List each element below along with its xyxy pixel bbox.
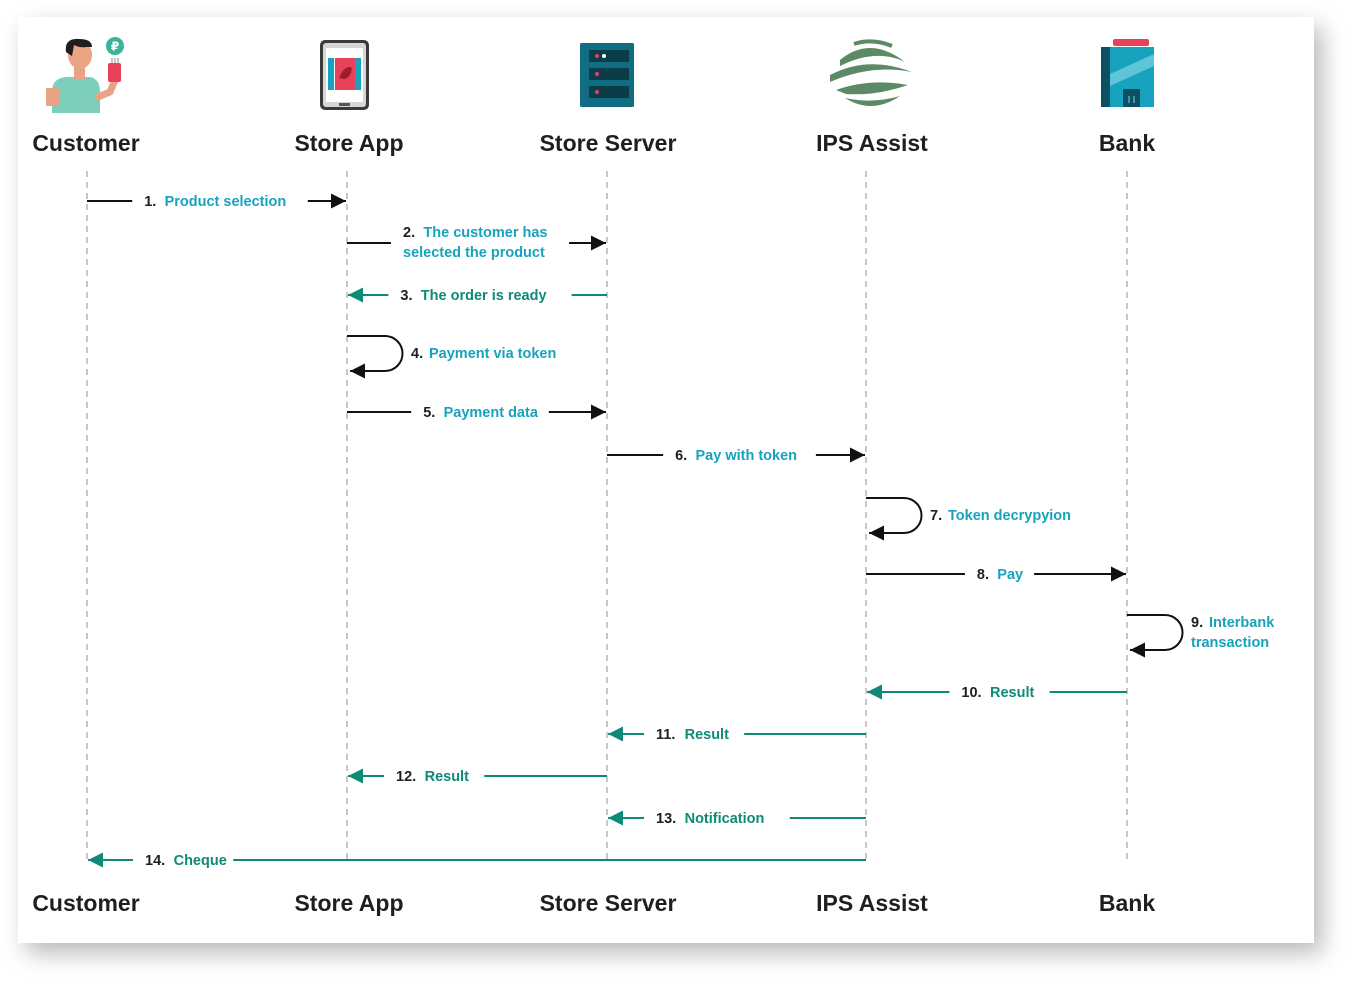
message-label: The customer has: [423, 225, 547, 241]
message-label: Result: [685, 727, 729, 743]
message-label: The order is ready: [421, 288, 547, 304]
actor-label-store-server: Store Server: [540, 130, 677, 156]
messages: 1. Product selection 2. The customer has sel…: [87, 193, 1275, 869]
message-9: 9. Interbank transaction: [1127, 614, 1275, 658]
lifelines: [86, 171, 1128, 862]
message-11: 11. Result: [608, 726, 866, 743]
self-arrow: [347, 335, 404, 379]
message-6: 6. Pay with token: [607, 447, 865, 464]
message-12: 12. Result: [348, 768, 607, 785]
message-number: 3.: [400, 288, 412, 304]
message-label: Payment data: [444, 405, 539, 421]
message-4: 4. Payment via token: [347, 335, 556, 379]
message-8: 8. Pay: [866, 566, 1126, 583]
actor-label-bank: Bank: [1099, 130, 1155, 156]
actor-label-ips-assist: IPS Assist: [816, 890, 928, 916]
message-number: 7.: [930, 508, 942, 524]
message-7: 7. Token decrypyion: [866, 497, 1071, 541]
message-label: Payment via token: [429, 346, 556, 362]
message-2: 2. The customer has selected the product: [347, 225, 606, 261]
actor-label-customer: Customer: [32, 130, 139, 156]
message-number: 13.: [656, 811, 676, 827]
bank-building-icon: [1101, 39, 1154, 107]
mobile-phone-icon: [320, 40, 369, 110]
ips-assist-logo-icon: [830, 39, 912, 107]
message-number: 12.: [396, 769, 416, 785]
message-label: selected the product: [403, 245, 545, 261]
diagram-card: [18, 17, 1314, 943]
actor-labels-bottom: Customer Store App Store Server IPS Assist B…: [32, 890, 1155, 916]
message-number: 2.: [403, 225, 415, 241]
message-label: Pay with token: [696, 448, 798, 464]
message-14: 14. Cheque: [88, 852, 866, 869]
message-number: 14.: [145, 853, 165, 869]
message-13: 13. Notification: [608, 810, 866, 827]
actor-labels-top: Customer Store App Store Server IPS Assist B…: [32, 130, 1155, 156]
customer-icon: ₽: [46, 37, 124, 113]
message-label: Result: [990, 685, 1034, 701]
message-number: 4.: [411, 346, 423, 362]
message-3: 3. The order is ready: [348, 287, 607, 304]
message-number: 6.: [675, 448, 687, 464]
message-label: Token decrypyion: [948, 508, 1071, 524]
svg-text:₽: ₽: [111, 40, 119, 54]
actor-label-ips-assist: IPS Assist: [816, 130, 928, 156]
message-5: 5. Payment data: [347, 404, 606, 421]
message-label: Result: [425, 769, 469, 785]
self-arrow: [866, 497, 923, 541]
message-label: Pay: [997, 567, 1023, 583]
actor-label-store-app: Store App: [294, 890, 403, 916]
message-label: Cheque: [174, 853, 227, 869]
message-number: 1.: [144, 194, 156, 210]
message-label: Notification: [685, 811, 765, 827]
server-icon: [580, 43, 634, 107]
message-number: 11.: [656, 727, 675, 743]
actor-label-customer: Customer: [32, 890, 139, 916]
message-number: 10.: [961, 685, 981, 701]
message-number: 8.: [977, 567, 989, 583]
message-10: 10. Result: [867, 684, 1127, 701]
message-number: 5.: [423, 405, 435, 421]
actor-label-store-app: Store App: [294, 130, 403, 156]
message-label: Product selection: [165, 194, 287, 210]
message-label: Interbank: [1209, 615, 1275, 631]
actor-label-bank: Bank: [1099, 890, 1155, 916]
self-arrow: [1127, 614, 1184, 658]
actor-label-store-server: Store Server: [540, 890, 677, 916]
message-label: transaction: [1191, 635, 1269, 651]
message-number: 9.: [1191, 615, 1203, 631]
message-1: 1. Product selection: [87, 193, 346, 210]
